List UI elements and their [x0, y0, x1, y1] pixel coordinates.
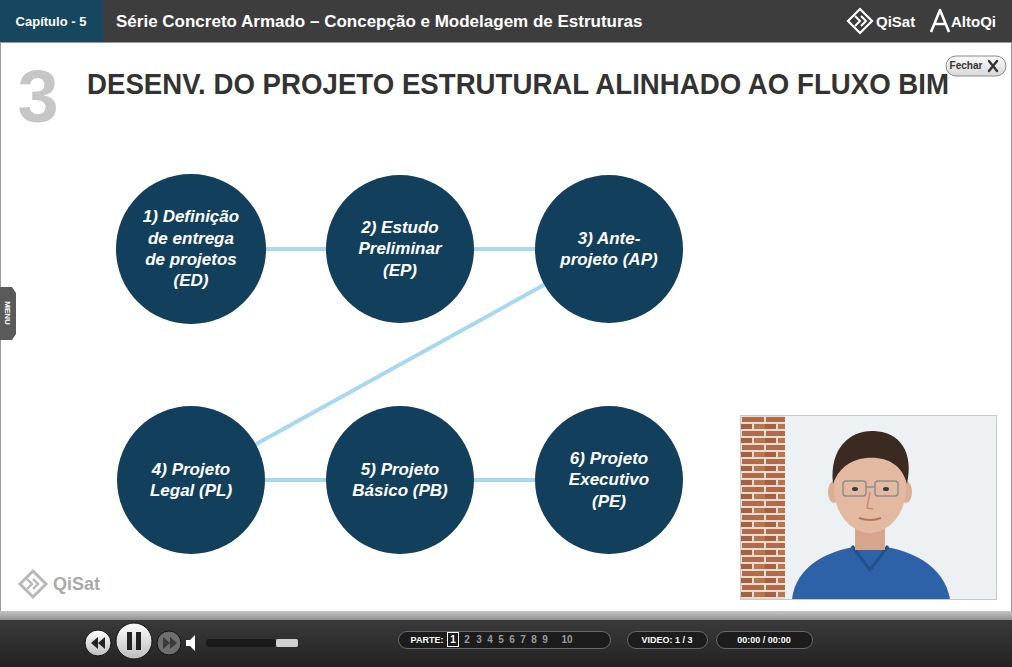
- header-bar: [0, 0, 1012, 42]
- part-number: 8: [531, 635, 537, 645]
- brand-name: AltoQi: [951, 14, 996, 29]
- part-number: 10: [561, 635, 572, 645]
- video-counter: VIDEO: 1 / 3: [641, 636, 692, 645]
- forward-icon: [163, 637, 177, 649]
- rewind-button: [85, 630, 111, 656]
- close-button: [946, 56, 1006, 76]
- phase-text: 3) Ante- projeto (AP): [555, 228, 663, 271]
- part-number: 9: [542, 635, 548, 645]
- qisat-logo-chevrons: [855, 16, 866, 26]
- phase-label: 4) Projeto Legal (PL): [137, 459, 245, 502]
- part-number: 1: [450, 635, 456, 645]
- presenter-nose: [867, 492, 873, 509]
- phase-text: 2) Estudo Preliminar (EP): [346, 217, 454, 281]
- volume-knob: [276, 639, 298, 647]
- part-number: 5: [498, 635, 504, 645]
- pause-button: [116, 623, 152, 659]
- presenter-eye: [883, 487, 889, 491]
- phase-label: 6) Projeto Executivo (PE): [555, 448, 663, 512]
- presenter-shirt: [792, 545, 950, 599]
- parts-label: PARTE:: [411, 636, 444, 645]
- flow-connector: [265, 478, 326, 482]
- phase-text: 6) Projeto Executivo (PE): [555, 448, 663, 512]
- brick-wall: [741, 416, 785, 599]
- parts-pill: [399, 632, 611, 649]
- flow-connector: [474, 478, 535, 482]
- part-number: 4: [487, 635, 493, 645]
- section-number: 3: [17, 60, 58, 134]
- chapter-label: Capítulo - 5: [16, 15, 87, 28]
- close-icon: [989, 61, 997, 71]
- part-number: 3: [476, 635, 482, 645]
- presenter-glasses: [843, 481, 866, 496]
- part-number: 7: [520, 635, 526, 645]
- time-pill: [717, 632, 813, 649]
- slide-title: DESENV. DO PROJETO ESTRUTURAL ALINHADO A…: [87, 69, 949, 99]
- chapter-tab: [0, 0, 103, 42]
- brand-name: QiSat: [876, 14, 915, 29]
- course-title: Série Concreto Armado – Concepção e Mode…: [116, 13, 643, 30]
- presenter-glasses: [875, 481, 898, 496]
- volume-icon: [186, 635, 195, 651]
- menu-label: MENU: [3, 301, 11, 325]
- slide-border: [1, 43, 1012, 613]
- progress-strip: [0, 611, 1012, 621]
- altoqi-logo-icon: [931, 10, 949, 32]
- phase-text: 5) Projeto Básico (PB): [346, 459, 454, 502]
- pause-icon: [127, 632, 132, 650]
- webcam-frame: [741, 416, 997, 600]
- video-pill: [628, 632, 708, 649]
- forward-button: [157, 631, 181, 655]
- watermark: QiSat: [53, 575, 100, 593]
- rewind-icon: [91, 637, 105, 649]
- close-label: Fechar: [950, 61, 983, 71]
- time-display: 00:00 / 00:00: [737, 636, 791, 645]
- phase-circle: 3) Ante- projeto (AP): [535, 175, 683, 323]
- phase-circle: 6) Projeto Executivo (PE): [535, 406, 683, 554]
- presenter-hair: [833, 431, 909, 484]
- phase-text: 1) Definição de entrega de projetos (ED): [137, 206, 245, 291]
- phase-label: 1) Definição de entrega de projetos (ED): [137, 206, 245, 291]
- phase-circle: 5) Projeto Básico (PB): [326, 406, 474, 554]
- watermark-logo-icon: [20, 571, 46, 597]
- flow-connector: [266, 247, 326, 251]
- phase-circle: 4) Projeto Legal (PL): [117, 406, 265, 554]
- volume-track: [206, 639, 298, 647]
- watermark-logo-chevrons: [27, 579, 38, 589]
- presenter-glasses-bridge: [866, 486, 875, 488]
- phase-label: 3) Ante- projeto (AP): [555, 228, 663, 271]
- pause-icon: [136, 632, 141, 650]
- volume-fill: [206, 639, 276, 647]
- part-number: 6: [509, 635, 515, 645]
- phase-label: 2) Estudo Preliminar (EP): [346, 217, 454, 281]
- phase-label: 5) Projeto Básico (PB): [346, 459, 454, 502]
- phase-text: 4) Projeto Legal (PL): [137, 459, 245, 502]
- phase-circle: 2) Estudo Preliminar (EP): [326, 175, 474, 323]
- current-part-box: [448, 633, 459, 647]
- phase-circle: 1) Definição de entrega de projetos (ED): [116, 174, 265, 323]
- qisat-logo-icon: [848, 9, 872, 33]
- part-number: 2: [464, 635, 470, 645]
- menu-tab: [0, 287, 16, 340]
- presenter-mouth: [859, 518, 881, 520]
- presenter-eye: [852, 487, 858, 491]
- control-bar: [0, 620, 1012, 667]
- flow-connector: [474, 247, 535, 251]
